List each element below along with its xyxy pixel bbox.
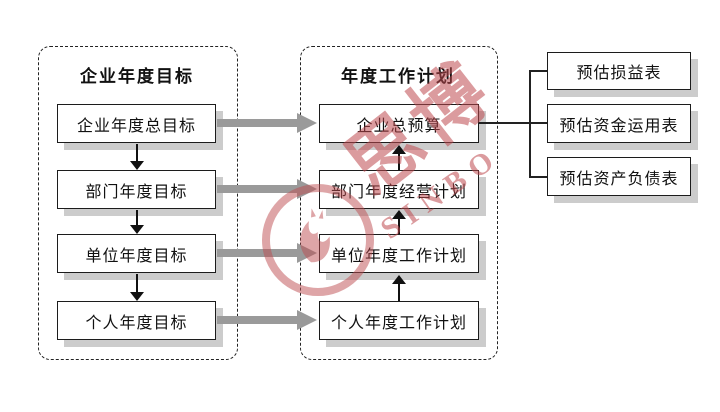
node-personal-annual-work-plan: 个人年度工作计划 [319, 301, 479, 340]
node-personal-annual-goal: 个人年度目标 [57, 301, 216, 340]
node-unit-annual-goal: 单位年度目标 [57, 234, 216, 273]
node-company-annual-total-goal: 企业年度总目标 [57, 104, 216, 143]
arrow-up-icon [392, 210, 406, 234]
connector-line [529, 70, 547, 72]
arrow-down-icon [130, 144, 144, 170]
annual-work-plan-group [300, 46, 498, 360]
annual-goals-group-title: 企业年度目标 [80, 67, 194, 86]
node-estimated-funds-application-statement: 预估资金运用表 [547, 104, 691, 143]
arrow-down-icon [130, 210, 144, 234]
arrow-right-icon [217, 310, 317, 330]
node-estimated-balance-sheet: 预估资产负债表 [547, 157, 691, 196]
arrow-up-icon [392, 275, 406, 301]
connector-line [529, 176, 547, 178]
node-estimated-income-statement: 预估损益表 [547, 52, 691, 90]
arrow-down-icon [130, 274, 144, 301]
arrow-right-icon [217, 243, 317, 263]
node-unit-annual-work-plan: 单位年度工作计划 [319, 234, 479, 273]
node-company-total-budget: 企业总预算 [319, 104, 479, 143]
node-department-annual-goal: 部门年度目标 [57, 170, 216, 209]
arrow-right-icon [217, 179, 317, 199]
annual-work-plan-group-title: 年度工作计划 [341, 67, 455, 86]
arrow-up-icon [392, 145, 406, 170]
connector-line [529, 70, 531, 178]
node-department-annual-operating-plan: 部门年度经营计划 [319, 170, 479, 209]
connector-line [479, 122, 547, 124]
annual-goals-group [38, 46, 238, 360]
arrow-right-icon [217, 113, 317, 133]
